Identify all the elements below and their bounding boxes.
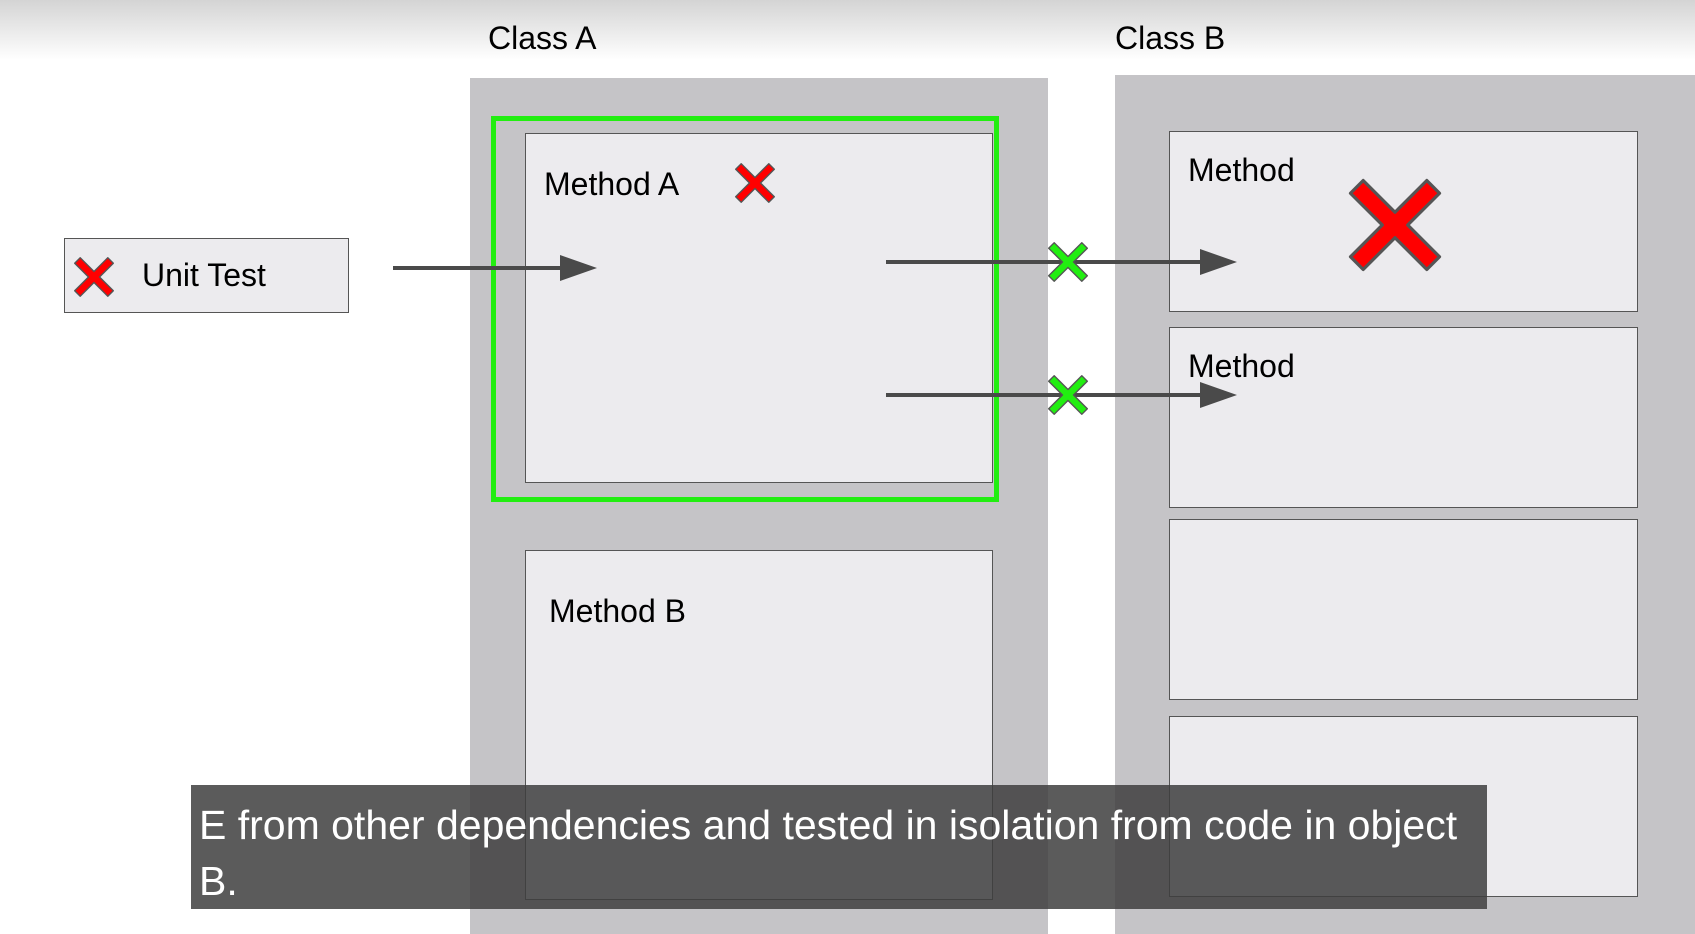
method-a-fail-x-icon (734, 162, 776, 204)
class-b-method-label-2: Method (1188, 348, 1295, 384)
unit-test-box: Unit Test (64, 238, 349, 313)
class-b-title: Class B (1115, 20, 1226, 56)
arrowhead-3 (1200, 382, 1237, 408)
arrowhead-2 (1200, 249, 1237, 275)
class-b-method-label-1: Method (1188, 152, 1295, 188)
class-b-method-box-2: Method (1169, 327, 1638, 508)
class-b-method-box-3 (1169, 519, 1638, 700)
method-a-label: Method A (544, 166, 680, 202)
unit-test-label: Unit Test (142, 257, 266, 293)
isolation-boundary (491, 116, 999, 502)
class-b-method-fail-x-icon (1348, 178, 1442, 272)
unit-test-fail-x-icon (73, 256, 115, 298)
method-b-label: Method B (549, 593, 686, 629)
top-shade (0, 0, 1695, 60)
class-a-title: Class A (488, 20, 597, 56)
arrowhead-1 (560, 255, 597, 281)
subtitle-caption: E from other dependencies and tested in … (191, 785, 1487, 909)
